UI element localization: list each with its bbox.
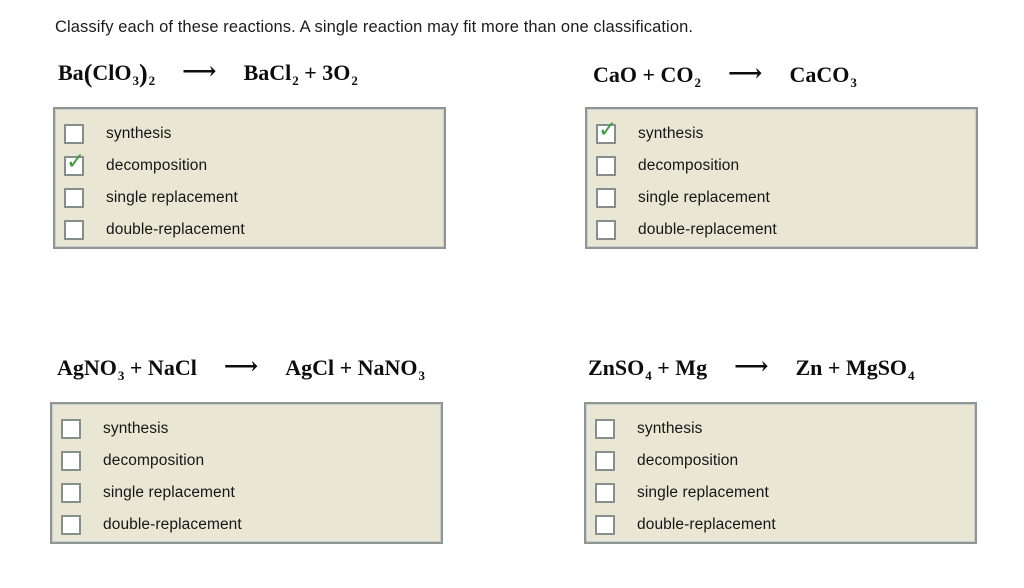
option-label: double-replacement — [637, 516, 776, 533]
reaction-2-equation: CaO + CO2⟶CaCO3 — [593, 59, 857, 89]
option-label: decomposition — [106, 157, 208, 174]
option-label: single replacement — [638, 189, 770, 206]
option-label: double-replacement — [638, 221, 777, 238]
option-label: decomposition — [637, 452, 739, 469]
option-label: synthesis — [637, 420, 703, 437]
reaction-3-options-panel: synthesis decomposition single replaceme… — [50, 402, 443, 544]
checkbox-synthesis[interactable] — [61, 419, 81, 439]
option-row-decomposition[interactable]: decomposition — [596, 150, 976, 182]
option-label: decomposition — [103, 452, 205, 469]
reaction-arrow-icon: ⟶ — [728, 61, 763, 87]
option-label: synthesis — [106, 125, 172, 142]
checkbox-single-replacement[interactable] — [595, 483, 615, 503]
option-row-decomposition[interactable]: decomposition — [61, 445, 441, 477]
option-label: double-replacement — [106, 221, 245, 238]
checkbox-double-replacement[interactable] — [595, 515, 615, 535]
option-label: double-replacement — [103, 516, 242, 533]
option-row-synthesis[interactable]: synthesis — [64, 118, 444, 150]
option-label: single replacement — [106, 189, 238, 206]
reaction-arrow-icon: ⟶ — [182, 59, 217, 85]
checkbox-decomposition[interactable] — [596, 156, 616, 176]
checkbox-synthesis[interactable]: ✓ — [596, 119, 617, 144]
option-label: decomposition — [638, 157, 740, 174]
option-label: single replacement — [103, 484, 235, 501]
option-row-synthesis[interactable]: ✓ synthesis — [596, 118, 976, 150]
option-row-decomposition[interactable]: ✓ decomposition — [64, 150, 444, 182]
option-row-synthesis[interactable]: synthesis — [595, 413, 975, 445]
option-row-double-replacement[interactable]: double-replacement — [61, 509, 441, 541]
option-row-single-replacement[interactable]: single replacement — [61, 477, 441, 509]
checkbox-decomposition[interactable]: ✓ — [64, 151, 85, 176]
option-label: single replacement — [637, 484, 769, 501]
checkbox-double-replacement[interactable] — [64, 220, 84, 240]
checkbox-synthesis[interactable] — [64, 124, 84, 144]
checkbox-double-replacement[interactable] — [61, 515, 81, 535]
reaction-1-options-panel: synthesis ✓ decomposition single replace… — [53, 107, 446, 249]
checkbox-synthesis[interactable] — [595, 419, 615, 439]
option-row-decomposition[interactable]: decomposition — [595, 445, 975, 477]
checkbox-decomposition[interactable] — [61, 451, 81, 471]
checkbox-single-replacement[interactable] — [596, 188, 616, 208]
option-row-single-replacement[interactable]: single replacement — [595, 477, 975, 509]
option-label: synthesis — [103, 420, 169, 437]
instruction-text: Classify each of these reactions. A sing… — [55, 18, 694, 36]
option-row-synthesis[interactable]: synthesis — [61, 413, 441, 445]
reaction-3-equation: AgNO3 + NaCl⟶AgCl + NaNO3 — [57, 352, 425, 382]
option-row-double-replacement[interactable]: double-replacement — [64, 214, 444, 246]
reaction-4-options-panel: synthesis decomposition single replaceme… — [584, 402, 977, 544]
reaction-1-equation: Ba(ClO3)2⟶BaCl2 + 3O2 — [58, 57, 358, 89]
checkmark-icon: ✓ — [66, 149, 86, 175]
checkbox-double-replacement[interactable] — [596, 220, 616, 240]
reaction-2-options-panel: ✓ synthesis decomposition single replace… — [585, 107, 978, 249]
option-label: synthesis — [638, 125, 704, 142]
option-row-single-replacement[interactable]: single replacement — [596, 182, 976, 214]
checkbox-single-replacement[interactable] — [61, 483, 81, 503]
reaction-arrow-icon: ⟶ — [734, 354, 769, 380]
reaction-4-equation: ZnSO4 + Mg⟶Zn + MgSO4 — [588, 352, 915, 382]
reaction-arrow-icon: ⟶ — [223, 354, 259, 380]
checkmark-icon: ✓ — [598, 117, 618, 143]
option-row-double-replacement[interactable]: double-replacement — [595, 509, 975, 541]
checkbox-single-replacement[interactable] — [64, 188, 84, 208]
option-row-single-replacement[interactable]: single replacement — [64, 182, 444, 214]
checkbox-decomposition[interactable] — [595, 451, 615, 471]
option-row-double-replacement[interactable]: double-replacement — [596, 214, 976, 246]
